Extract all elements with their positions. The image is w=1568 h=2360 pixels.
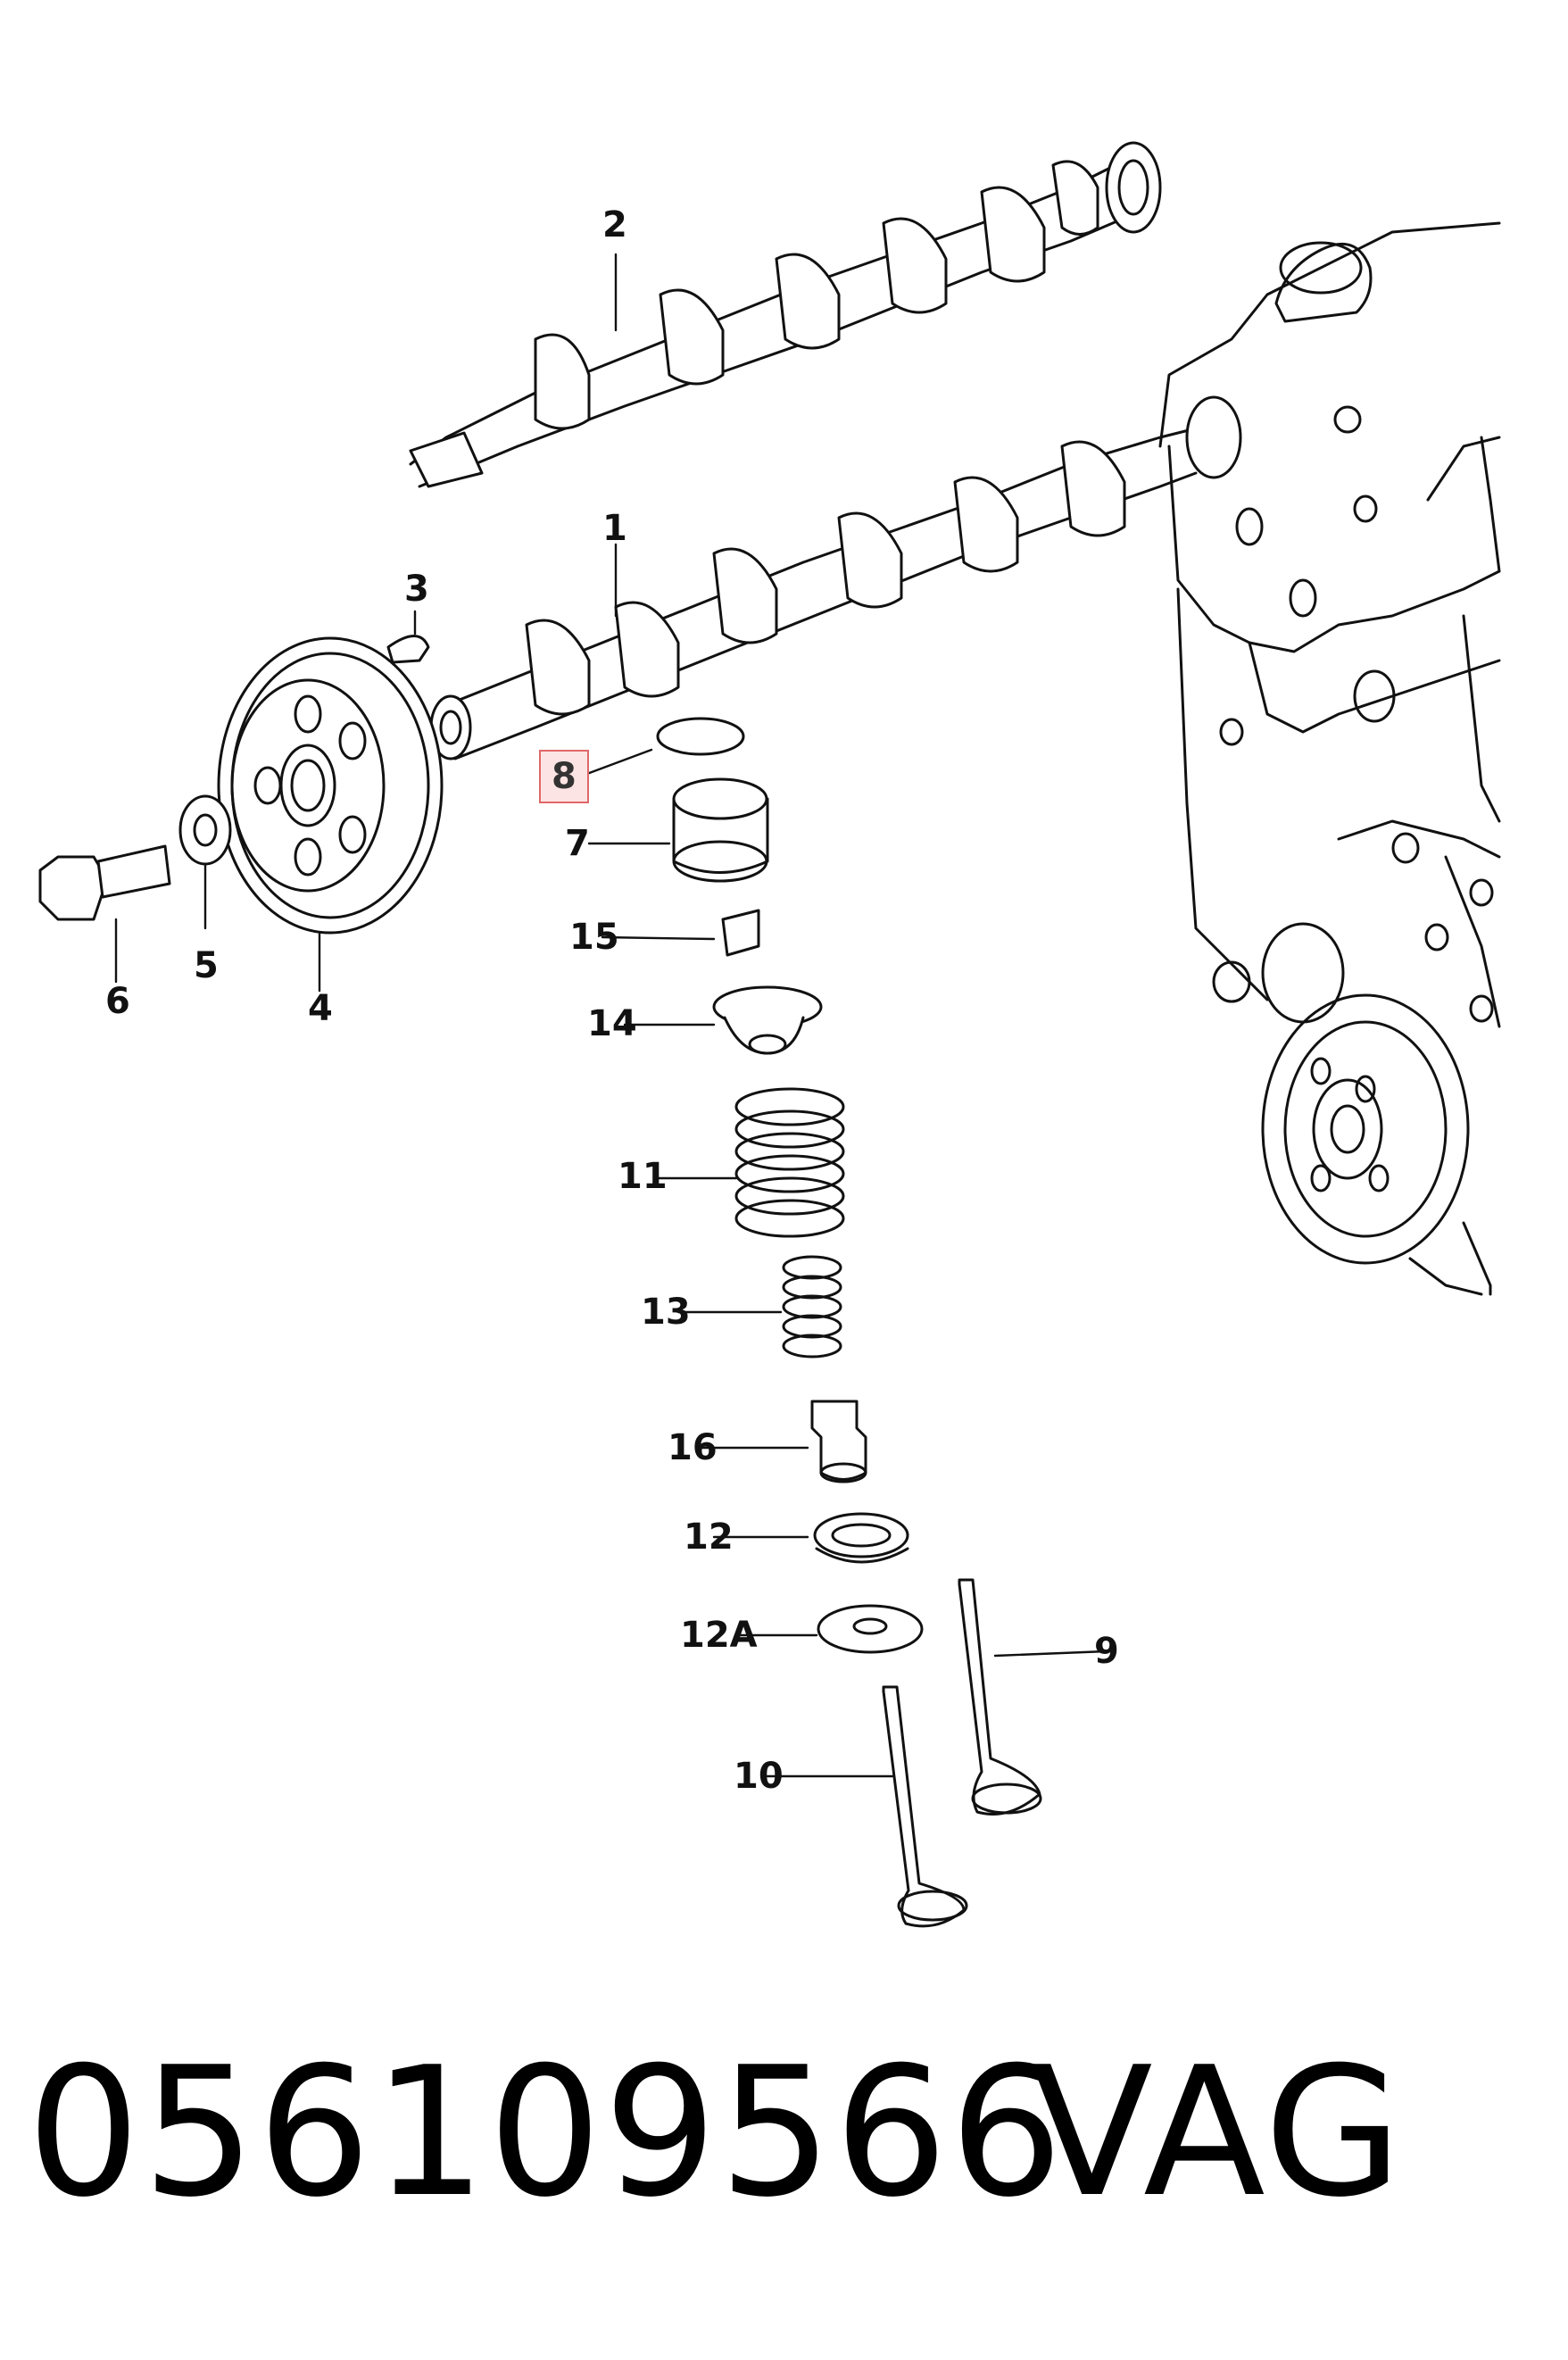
valve-stem-seal (699, 1400, 867, 1483)
callout-9[interactable]: 9 (1094, 1631, 1119, 1672)
callout-1[interactable]: 1 (602, 508, 627, 549)
camshaft-upper (409, 141, 1162, 488)
callout-10[interactable]: 10 (734, 1756, 784, 1797)
callout-3[interactable]: 3 (404, 569, 429, 610)
valve-washer (734, 1604, 924, 1654)
callout-16[interactable]: 16 (668, 1427, 718, 1468)
callout-15[interactable]: 15 (569, 917, 619, 958)
bolt (38, 844, 171, 984)
callout-13[interactable]: 13 (641, 1292, 691, 1333)
sprocket (217, 636, 444, 993)
valve-short (766, 1685, 968, 1928)
shim (583, 717, 745, 777)
washer (178, 794, 232, 930)
callout-4[interactable]: 4 (308, 988, 333, 1029)
valve-long (958, 1578, 1108, 1816)
valve-keepers (601, 909, 760, 957)
callout-7[interactable]: 7 (565, 823, 590, 864)
brand-name: VAG (1031, 2029, 1405, 2237)
bucket-tappet (587, 777, 769, 883)
callout-2[interactable]: 2 (602, 204, 627, 245)
outer-valve-spring (654, 1087, 845, 1238)
callout-5[interactable]: 5 (194, 945, 219, 986)
callout-12a[interactable]: 12A (680, 1615, 758, 1656)
callout-12[interactable]: 12 (684, 1517, 734, 1558)
spring-cap (623, 985, 823, 1055)
engine-block (1158, 221, 1501, 1296)
inner-valve-spring (676, 1255, 842, 1359)
camshaft-lower (429, 395, 1242, 760)
spring-seat (712, 1512, 909, 1564)
callout-6[interactable]: 6 (105, 981, 130, 1022)
part-number: 056109566 (27, 2029, 1066, 2237)
callout-8[interactable]: 8 (539, 750, 589, 803)
woodruff-key (386, 610, 430, 664)
callout-11[interactable]: 11 (618, 1156, 668, 1197)
callout-14[interactable]: 14 (587, 1003, 637, 1044)
